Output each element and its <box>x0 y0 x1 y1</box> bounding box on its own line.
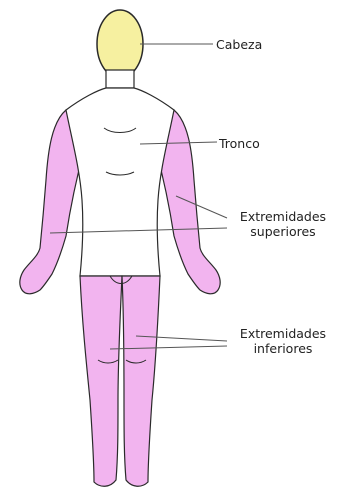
label-lower-line1: Extremidades <box>229 326 337 341</box>
label-extremidades-inferiores: Extremidades inferiores <box>229 326 337 356</box>
neck <box>106 70 134 88</box>
left-leg <box>80 276 122 486</box>
label-upper-line1: Extremidades <box>229 209 337 224</box>
label-extremidades-superiores: Extremidades superiores <box>229 209 337 239</box>
torso <box>66 88 174 276</box>
label-tronco: Tronco <box>219 136 260 151</box>
right-leg <box>122 276 160 486</box>
head <box>97 10 143 78</box>
label-cabeza: Cabeza <box>216 37 262 52</box>
label-lower-line2: inferiores <box>229 341 337 356</box>
label-upper-line2: superiores <box>229 224 337 239</box>
